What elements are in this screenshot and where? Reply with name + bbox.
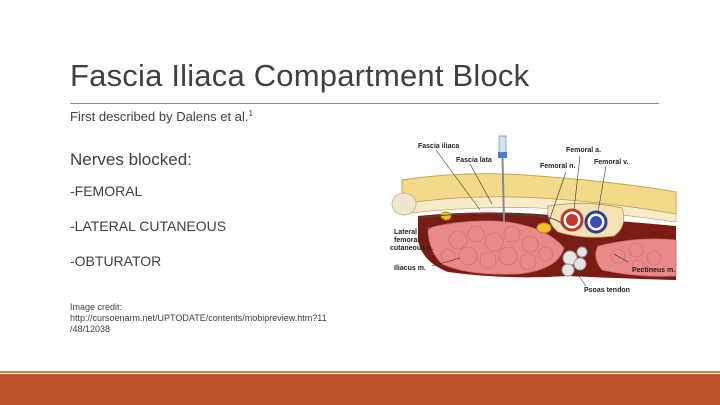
label-iliacus: Iliacus m. xyxy=(394,265,426,272)
label-lateral-femoral-cutaneous: cutaneous n. xyxy=(390,245,433,252)
psoas-tendon xyxy=(561,246,588,277)
footer-accent-line xyxy=(0,371,720,373)
subtitle-footnote: 1 xyxy=(248,109,253,118)
label-lateral-femoral-cutaneous: Lateral xyxy=(394,229,417,236)
label-femoral-artery: Femoral a. xyxy=(566,147,601,154)
label-fascia-iliaca: Fascia iliaca xyxy=(418,143,459,150)
muscle-fibers xyxy=(440,225,554,271)
leader-lines xyxy=(421,149,629,287)
slide-title: Fascia Iliaca Compartment Block xyxy=(70,58,530,93)
subtitle: First described by Dalens et al.1 xyxy=(70,109,253,124)
image-credit: Image credit: http://cursoenarm.net/UPTO… xyxy=(70,302,370,335)
label-femoral-vein: Femoral v. xyxy=(594,159,629,166)
credit-line: http://cursoenarm.net/UPTODATE/contents/… xyxy=(70,313,327,323)
fascia-iliaca-illustration: Fascia iliaca Fascia lata Femoral a. Fem… xyxy=(390,135,677,294)
label-fascia-lata: Fascia lata xyxy=(456,157,492,164)
credit-line: Image credit: xyxy=(70,302,123,312)
label-femoral-nerve: Femoral n. xyxy=(540,163,575,170)
femoral-artery-lumen xyxy=(566,214,578,226)
fascia-lata-layer xyxy=(401,196,677,223)
pectineus-muscle xyxy=(595,238,677,277)
femoral-vein-lumen xyxy=(590,216,602,228)
femoral-nerve xyxy=(536,222,552,234)
subtitle-text: First described by Dalens et al. xyxy=(70,109,249,124)
title-divider xyxy=(70,103,659,104)
label-pectineus: Pectineus m. xyxy=(632,267,675,274)
footer-bar xyxy=(0,374,720,405)
nerves-heading: Nerves blocked: xyxy=(70,150,192,169)
label-psoas-tendon: Psoas tendon xyxy=(584,287,630,294)
nerve-item-femoral: -FEMORAL xyxy=(70,183,143,199)
pectineus-fibers xyxy=(610,242,662,273)
credit-line: /48/12038 xyxy=(70,324,111,334)
label-lateral-femoral-cutaneous: femoral xyxy=(394,237,419,244)
needle-icon xyxy=(498,135,507,223)
iliacus-muscle xyxy=(427,220,565,275)
nerve-item-obturator: -OBTURATOR xyxy=(70,253,162,269)
bone xyxy=(391,192,417,216)
fascia-iliaca-line xyxy=(419,212,565,227)
nerve-item-lateral-cutaneous: -LATERAL CUTANEOUS xyxy=(70,218,227,234)
